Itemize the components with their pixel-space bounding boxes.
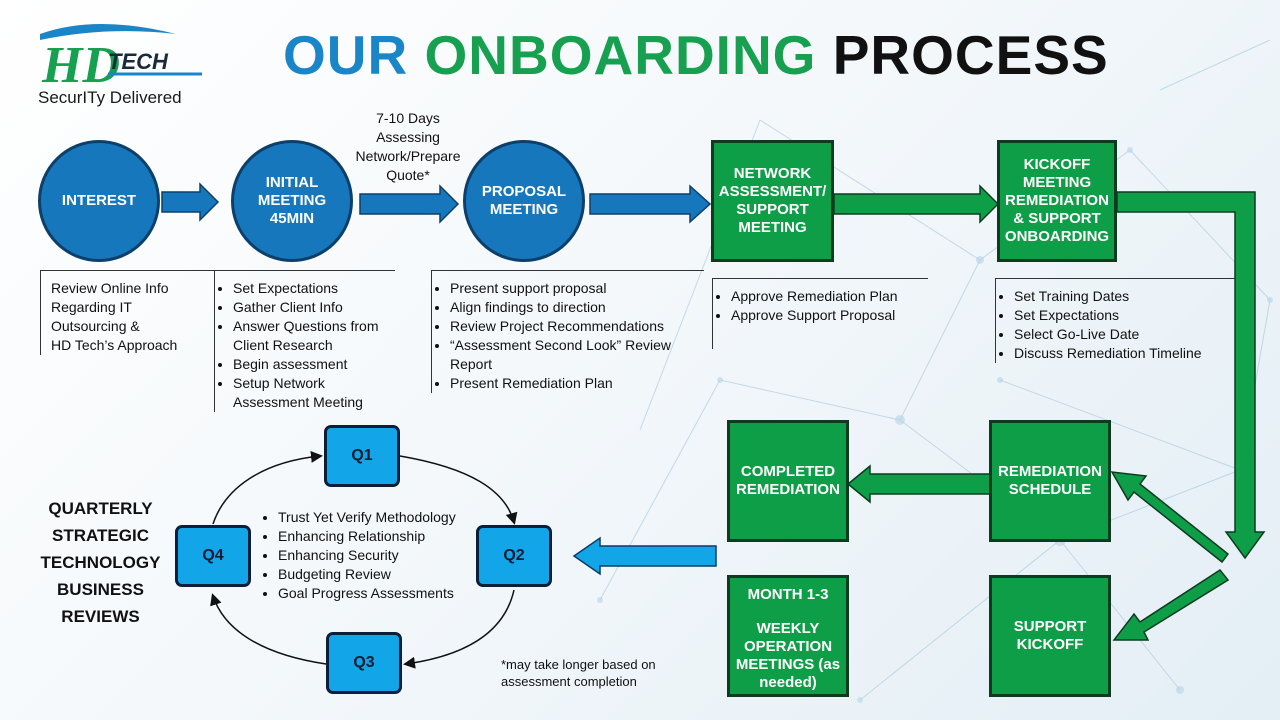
cycle-arc-q4-q1 bbox=[212, 450, 323, 525]
arrow-kickoff-down bbox=[1116, 191, 1266, 560]
arrow-initial-to-proposal bbox=[359, 184, 460, 224]
step-weekly-operation-meetings: MONTH 1-3 WEEKLY OPERATION MEETINGS (as … bbox=[727, 575, 849, 697]
title-part-our: OUR bbox=[283, 24, 425, 86]
logo-tagline: SecurITy Delivered bbox=[38, 88, 182, 107]
notes-interest: Review Online Info Regarding IT Outsourc… bbox=[40, 270, 216, 355]
arrow-to-support-kickoff bbox=[1112, 569, 1230, 641]
step-interest: INTEREST bbox=[38, 140, 160, 262]
arrow-network-to-kickoff bbox=[833, 184, 1000, 224]
arrow-to-quarterly bbox=[572, 536, 717, 576]
arrow-to-completed-remediation bbox=[846, 464, 991, 504]
step-proposal-meeting: PROPOSAL MEETING bbox=[463, 140, 585, 262]
cycle-arc-q2-q3 bbox=[403, 589, 515, 669]
notes-proposal-meeting: Present support proposal Align findings … bbox=[431, 270, 704, 393]
step-kickoff-meeting: KICKOFF MEETING REMEDIATION & SUPPORT ON… bbox=[997, 140, 1117, 262]
cycle-arc-q3-q4 bbox=[210, 593, 327, 665]
quarter-q3: Q3 bbox=[326, 632, 402, 694]
assessment-duration-note: 7-10 Days Assessing Network/Prepare Quot… bbox=[355, 110, 461, 183]
quarterly-title: QUARTERLY STRATEGIC TECHNOLOGY BUSINESS … bbox=[40, 499, 161, 626]
svg-text:HD: HD bbox=[41, 37, 120, 92]
page-title: OUR ONBOARDING PROCESS bbox=[283, 28, 1109, 83]
quarter-q1: Q1 bbox=[324, 425, 400, 487]
footnote: *may take longer based on assessment com… bbox=[501, 657, 656, 689]
hd-tech-logo: HD TECH bbox=[40, 24, 202, 92]
notes-initial-meeting: Set Expectations Gather Client Info Answ… bbox=[214, 270, 395, 412]
step-support-kickoff: SUPPORT KICKOFF bbox=[989, 575, 1111, 697]
step-network-assessment: NETWORK ASSESSMENT/ SUPPORT MEETING bbox=[711, 140, 834, 262]
quarterly-review-items: Trust Yet Verify Methodology Enhancing R… bbox=[260, 508, 485, 603]
weekly-meetings-label: WEEKLY OPERATION MEETINGS (as needed) bbox=[735, 620, 841, 691]
arrow-to-remediation-schedule bbox=[1110, 471, 1230, 564]
step-completed-remediation: COMPLETED REMEDIATION bbox=[727, 420, 849, 542]
notes-network-assessment: Approve Remediation Plan Approve Support… bbox=[712, 278, 928, 349]
notes-kickoff: Set Training Dates Set Expectations Sele… bbox=[995, 278, 1236, 363]
arrow-proposal-to-network bbox=[589, 184, 712, 224]
title-part-process: PROCESS bbox=[816, 24, 1109, 86]
quarter-q4: Q4 bbox=[175, 525, 251, 587]
arrow-interest-to-initial bbox=[161, 182, 220, 222]
cycle-arc-q1-q2 bbox=[399, 455, 518, 525]
svg-text:TECH: TECH bbox=[108, 49, 169, 74]
month-label: MONTH 1-3 bbox=[747, 586, 829, 603]
title-part-onboarding: ONBOARDING bbox=[424, 24, 817, 86]
step-remediation-schedule: REMEDIATION SCHEDULE bbox=[989, 420, 1111, 542]
quarter-q2: Q2 bbox=[476, 525, 552, 587]
step-initial-meeting: INITIAL MEETING 45MIN bbox=[231, 140, 353, 262]
